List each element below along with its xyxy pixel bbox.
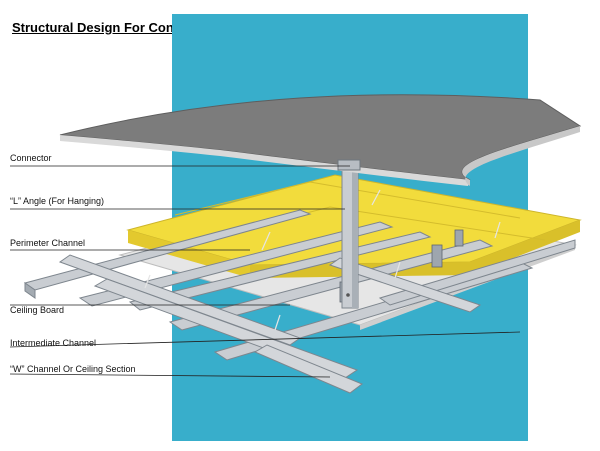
vertical-hanger bbox=[341, 167, 359, 309]
label-ceiling-board: Ceiling Board bbox=[10, 305, 65, 315]
label-perimeter-channel: Perimeter Channel bbox=[10, 238, 86, 248]
hanging-wires bbox=[144, 189, 501, 331]
connector-block bbox=[337, 159, 361, 171]
leader-lines bbox=[9, 165, 521, 378]
label-l-angle: “L” Angle (For Hanging) bbox=[10, 196, 105, 206]
w-channels bbox=[58, 254, 482, 394]
label-connector: Connector bbox=[10, 153, 52, 163]
label-intermediate-channel: Intermediate Channel bbox=[10, 338, 97, 348]
label-w-channel: “W” Channel Or Ceiling Section bbox=[10, 364, 136, 374]
